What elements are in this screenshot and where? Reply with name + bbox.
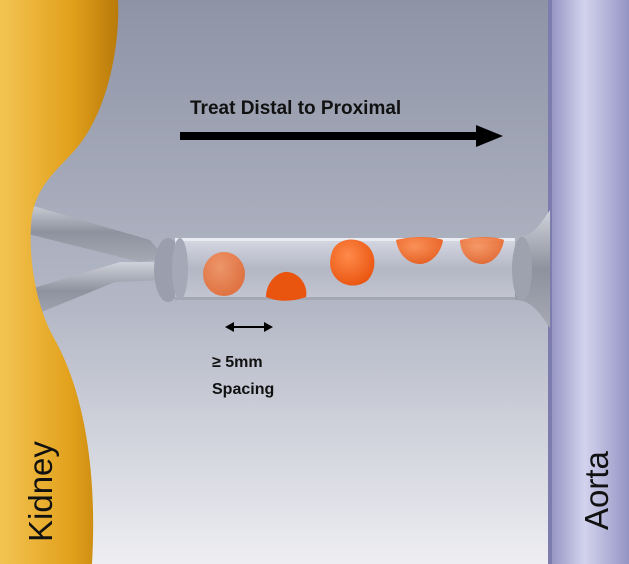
spacing-word-label: Spacing (212, 381, 275, 398)
lesion (203, 252, 245, 296)
lesion (460, 237, 504, 264)
kidney-label: Kidney (22, 441, 59, 542)
lesion (330, 239, 375, 286)
aorta-label: Aorta (578, 451, 615, 530)
ablation-lesions (203, 237, 504, 301)
spacing-value-label: ≥ 5mm (212, 354, 263, 371)
lesion (266, 271, 307, 301)
kidney (0, 0, 119, 564)
spacing-arrow (225, 322, 273, 332)
lesion (396, 237, 443, 264)
direction-arrow (180, 125, 503, 147)
diagram-title: Treat Distal to Proximal (190, 98, 402, 119)
